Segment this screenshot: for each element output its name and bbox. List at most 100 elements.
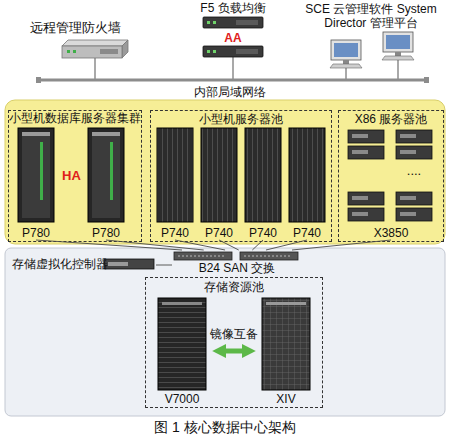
load-balancer-icon (213, 21, 216, 24)
server-group: X86 服务器池X3850 (338, 110, 444, 242)
node-label: B24 SAN 交换 (172, 261, 302, 275)
x86-server (348, 192, 384, 205)
firewall-icon (122, 40, 128, 58)
san-link (219, 240, 239, 250)
storage-band (5, 248, 445, 416)
p780-cabinet (40, 142, 43, 200)
firewall-device: 远程管理防火墙 (28, 20, 138, 62)
node-label: SCE 云管理软件 System Director 管理平台 (296, 2, 446, 31)
san-link (175, 240, 225, 250)
server-node: P740 (242, 126, 284, 240)
node-label: P740 (242, 226, 284, 240)
san-switch-icon (178, 256, 292, 257)
san-link (106, 240, 204, 250)
network-wire (232, 57, 234, 80)
san-link (266, 240, 307, 250)
storage-pool: 存储资源池 V7000 XIV (145, 277, 323, 408)
x86-server (348, 130, 384, 143)
node-label: P780 (84, 226, 128, 240)
storage-cabinet (266, 302, 306, 305)
network-wire (345, 68, 347, 80)
computer-icon (386, 35, 410, 49)
ellipsis-mark: .... (394, 163, 434, 179)
x86-server (396, 208, 432, 221)
server-band (5, 100, 445, 244)
node-label: 存储虚拟化控制器 (12, 257, 112, 271)
computer-icon (383, 32, 413, 52)
x86-server (400, 150, 416, 154)
p780-cabinet (18, 128, 124, 222)
computer-icon (382, 56, 414, 60)
node-label: P780 (14, 226, 58, 240)
firewall-icon (62, 46, 122, 58)
computer-icon (395, 52, 401, 56)
p780-cabinet (92, 132, 120, 218)
virtualization-controller-icon (104, 259, 154, 269)
management-platform: SCE 云管理软件 System Director 管理平台 (296, 2, 446, 72)
load-balancer-icon (213, 50, 216, 53)
load-balancer: F5 负载均衡AA (195, 0, 271, 62)
node-label: P740 (286, 226, 328, 240)
computer-icon (334, 43, 358, 57)
firewall-icon (62, 40, 128, 58)
network-label: 内部局域网络 (185, 85, 275, 99)
x86-server (396, 192, 432, 205)
x86-server (352, 196, 368, 200)
p780-cabinet (18, 128, 54, 222)
p780-cabinet (22, 132, 50, 136)
x86-server (400, 196, 416, 200)
san-link (156, 265, 172, 266)
x86-server (348, 208, 384, 221)
virtualization-controller-icon (104, 259, 154, 269)
firewall-icon (67, 50, 70, 53)
storage-cabinet (158, 298, 206, 390)
edge-label: 镜像互备 (194, 327, 274, 341)
p780-cabinet (88, 128, 124, 222)
san-link (36, 240, 182, 250)
ha-label: HA (59, 168, 84, 184)
load-balancer-icon (236, 20, 258, 25)
x86-server (396, 146, 432, 159)
firewall-icon (73, 50, 76, 53)
p780-cabinet (110, 142, 113, 200)
storage-controller: 存储虚拟化控制器 (12, 254, 156, 276)
figure-caption: 图 1 核心数据中心架构 (0, 419, 450, 436)
load-balancer-icon (207, 21, 210, 24)
storage-cabinet (262, 298, 310, 390)
storage-array: XIV (256, 296, 316, 406)
load-balancer-icon (203, 17, 263, 28)
node-label: 小型机数据库服务器集群 (9, 112, 141, 126)
server-node: X3850 (342, 126, 440, 240)
storage-array: V7000 (152, 296, 212, 406)
firewall-icon (62, 40, 128, 46)
node-label: 存储资源池 (146, 280, 322, 294)
network-wire (95, 57, 398, 80)
virtualization-controller-icon (108, 262, 128, 266)
storage-cabinet (158, 298, 310, 390)
x86-server (352, 134, 368, 138)
p740-cabinet (289, 128, 325, 222)
server-node: P740 (286, 126, 328, 240)
x86-server (352, 150, 368, 154)
x86-server (348, 146, 384, 159)
lan-bus (424, 77, 429, 83)
node-label: XIV (256, 392, 316, 406)
computer-icon (331, 40, 361, 60)
computer-icon (330, 32, 414, 68)
p740-cabinet (157, 128, 193, 222)
load-balancer-icon (203, 46, 263, 57)
p740-cabinet (201, 128, 237, 222)
server-node: P780 (84, 126, 128, 240)
x86-server (396, 130, 432, 143)
storage-cabinet (162, 302, 202, 305)
x86-server (352, 212, 368, 216)
server-group: 小型机服务器池P740P740P740P740 (150, 110, 332, 242)
server-node: P740 (154, 126, 196, 240)
node-label: V7000 (152, 392, 212, 406)
node-label: F5 负载均衡 (195, 1, 271, 15)
san-switch: B24 SAN 交换 (172, 250, 302, 278)
